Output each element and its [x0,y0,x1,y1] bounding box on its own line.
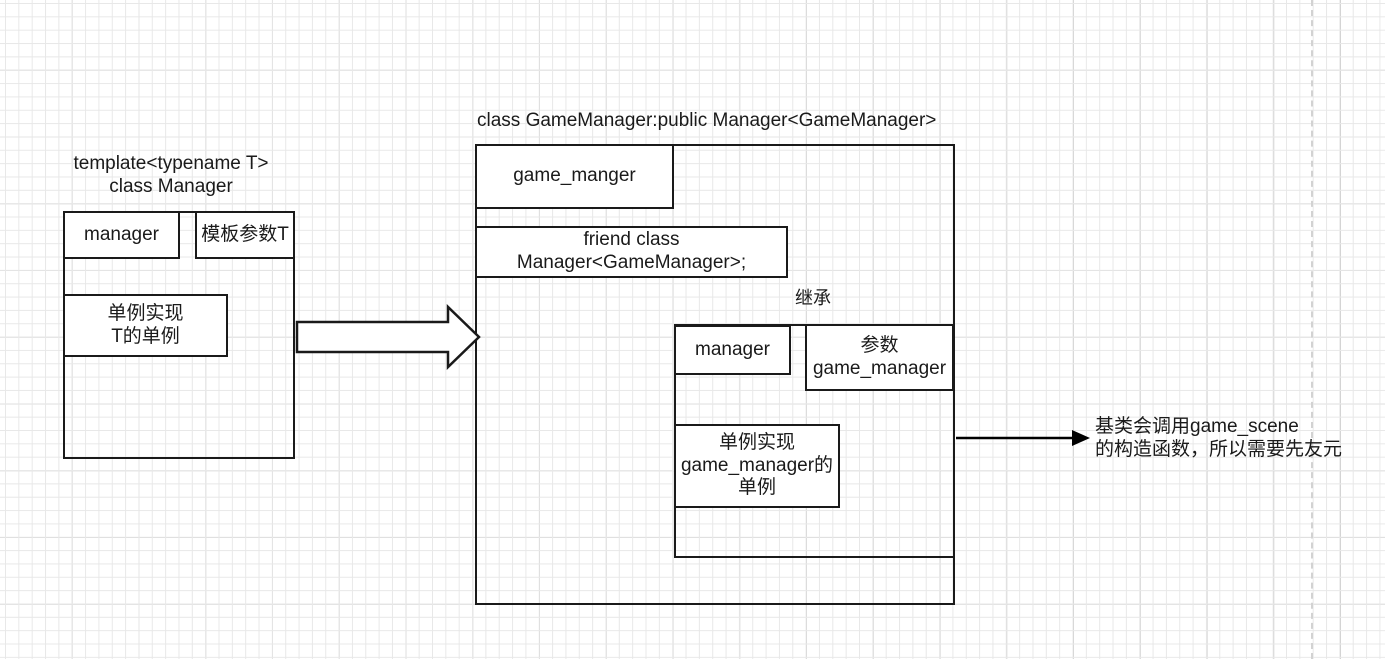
annotation-arrow-head [1072,430,1090,446]
inheritance-block-arrow [295,304,481,370]
inheritance-label: 继承 [795,288,831,308]
left-class-title: template<typename T> class Manager [73,153,269,198]
inner-class-param-box: 参数 game_manager [805,324,954,391]
right-class-header-box: game_manger [475,144,674,209]
inner-class-header-label: manager [695,338,770,360]
left-class-singleton-label: 单例实现 T的单例 [107,302,184,347]
inner-class-header-box: manager [674,325,791,375]
inner-class-param-label: 参数 game_manager [812,334,947,379]
left-class-header-label: manager [84,223,159,245]
inner-class-singleton-box: 单例实现 game_manager的 单例 [674,424,840,508]
left-class-template-param-label: 模板参数T [201,223,289,245]
right-class-friend-box: friend class Manager<GameManager>; [475,226,788,278]
left-class-header-box: manager [63,211,180,259]
right-class-friend-label: friend class Manager<GameManager>; [516,229,747,273]
annotation-text: 基类会调用game_scene 的构造函数，所以需要先友元 [1095,416,1343,461]
inner-class-singleton-label: 单例实现 game_manager的 单例 [680,431,834,499]
left-class-singleton-box: 单例实现 T的单例 [63,294,228,357]
right-class-title: class GameManager:public Manager<GameMan… [477,110,937,131]
page-break-line [1311,0,1313,659]
left-class-template-param-box: 模板参数T [195,211,295,259]
right-class-header-label: game_manger [513,165,636,187]
